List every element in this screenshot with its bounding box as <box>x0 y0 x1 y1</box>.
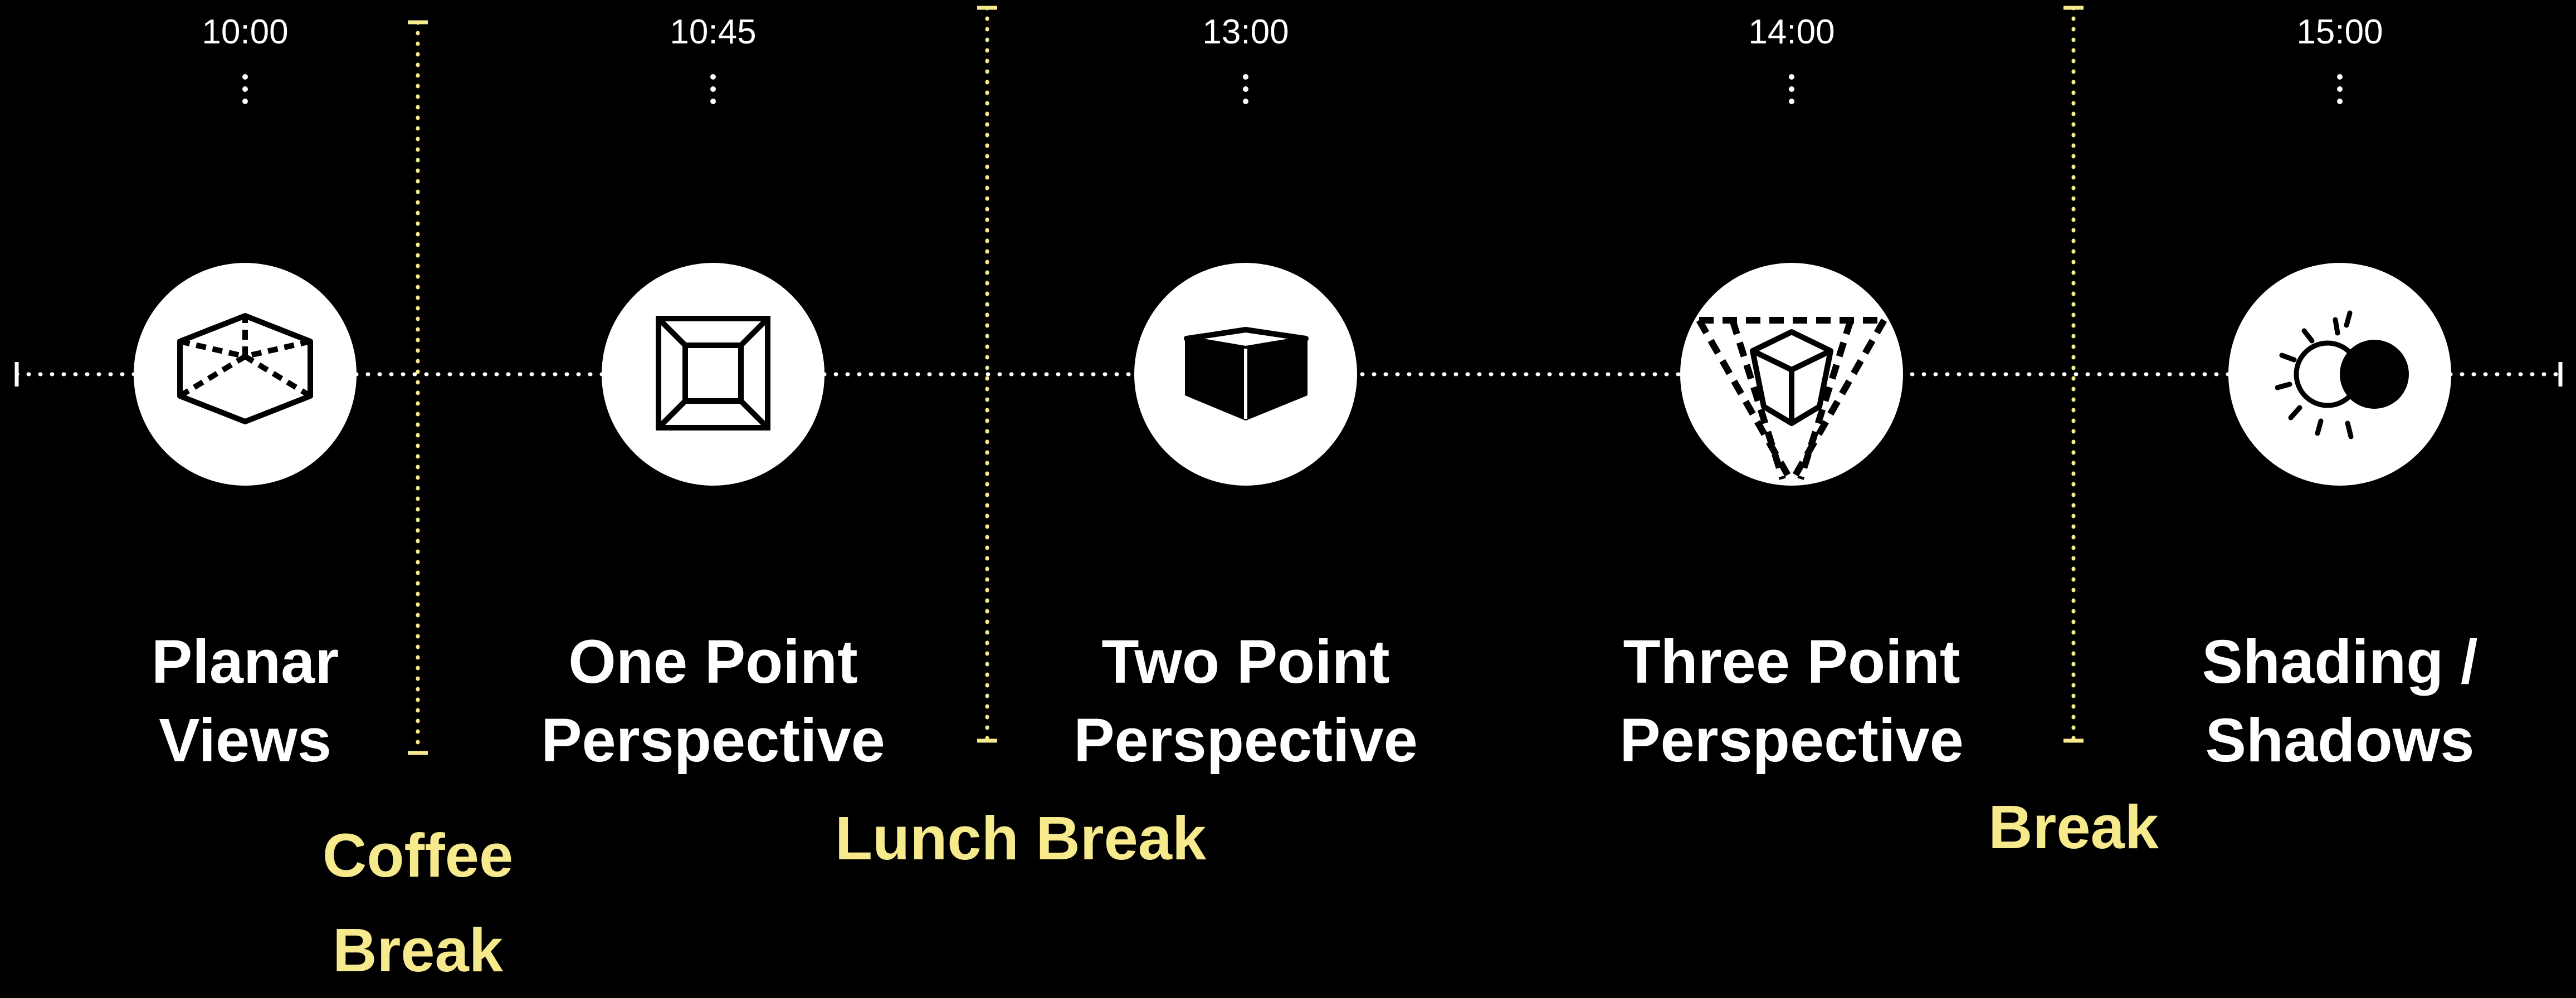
break-marker-afternoon <box>2063 6 2084 743</box>
session-title-line2: Shadows <box>2205 706 2475 775</box>
time-connectors <box>242 74 2343 104</box>
break-label-coffee: Coffee Break <box>318 809 518 998</box>
break-label-lunch: Lunch Break <box>835 804 1207 873</box>
session-time-three-point: 14:00 <box>1748 13 1835 51</box>
timeline-diagram: 10:00 10:45 13:00 14:00 15:00 Planar Vie… <box>14 6 2563 985</box>
two-point-cube-icon <box>1134 263 1357 486</box>
three-point-cube-icon <box>1680 263 1903 486</box>
one-point-frame-icon <box>602 263 824 486</box>
session-time-two-point: 13:00 <box>1202 13 1289 51</box>
session-title-three-point: Three Point Perspective <box>1580 623 2003 780</box>
session-title-line1: One Point <box>568 628 858 696</box>
session-title-line2: Views <box>159 706 331 775</box>
sun-shadow-icon <box>2228 263 2451 486</box>
session-title-line1: Three Point <box>1623 628 1960 696</box>
break-label-afternoon: Break <box>1988 793 2159 862</box>
session-title-line2: Perspective <box>1619 706 1964 775</box>
session-title-two-point: Two Point Perspective <box>1034 623 1457 780</box>
timeline-axis <box>14 362 2563 387</box>
session-title-line2: Perspective <box>1074 706 1418 775</box>
isometric-box-icon <box>134 263 357 486</box>
break-marker-lunch <box>977 6 997 743</box>
timeline-graphics <box>14 6 2563 755</box>
break-label-line2: Break <box>333 916 503 985</box>
session-time-shading: 15:00 <box>2296 13 2383 51</box>
session-title-line2: Perspective <box>541 706 885 775</box>
break-label-line1: Coffee <box>322 821 514 890</box>
break-marker-coffee <box>408 20 428 755</box>
session-title-line1: Planar <box>151 628 339 696</box>
session-title-one-point: One Point Perspective <box>501 623 925 780</box>
session-time-one-point: 10:45 <box>670 13 757 51</box>
session-title-planar: Planar Views <box>33 623 457 780</box>
session-title-shading: Shading / Shadows <box>2128 623 2551 780</box>
session-title-line1: Shading / <box>2202 628 2478 696</box>
session-time-planar: 10:00 <box>202 13 289 51</box>
session-title-line1: Two Point <box>1101 628 1390 696</box>
